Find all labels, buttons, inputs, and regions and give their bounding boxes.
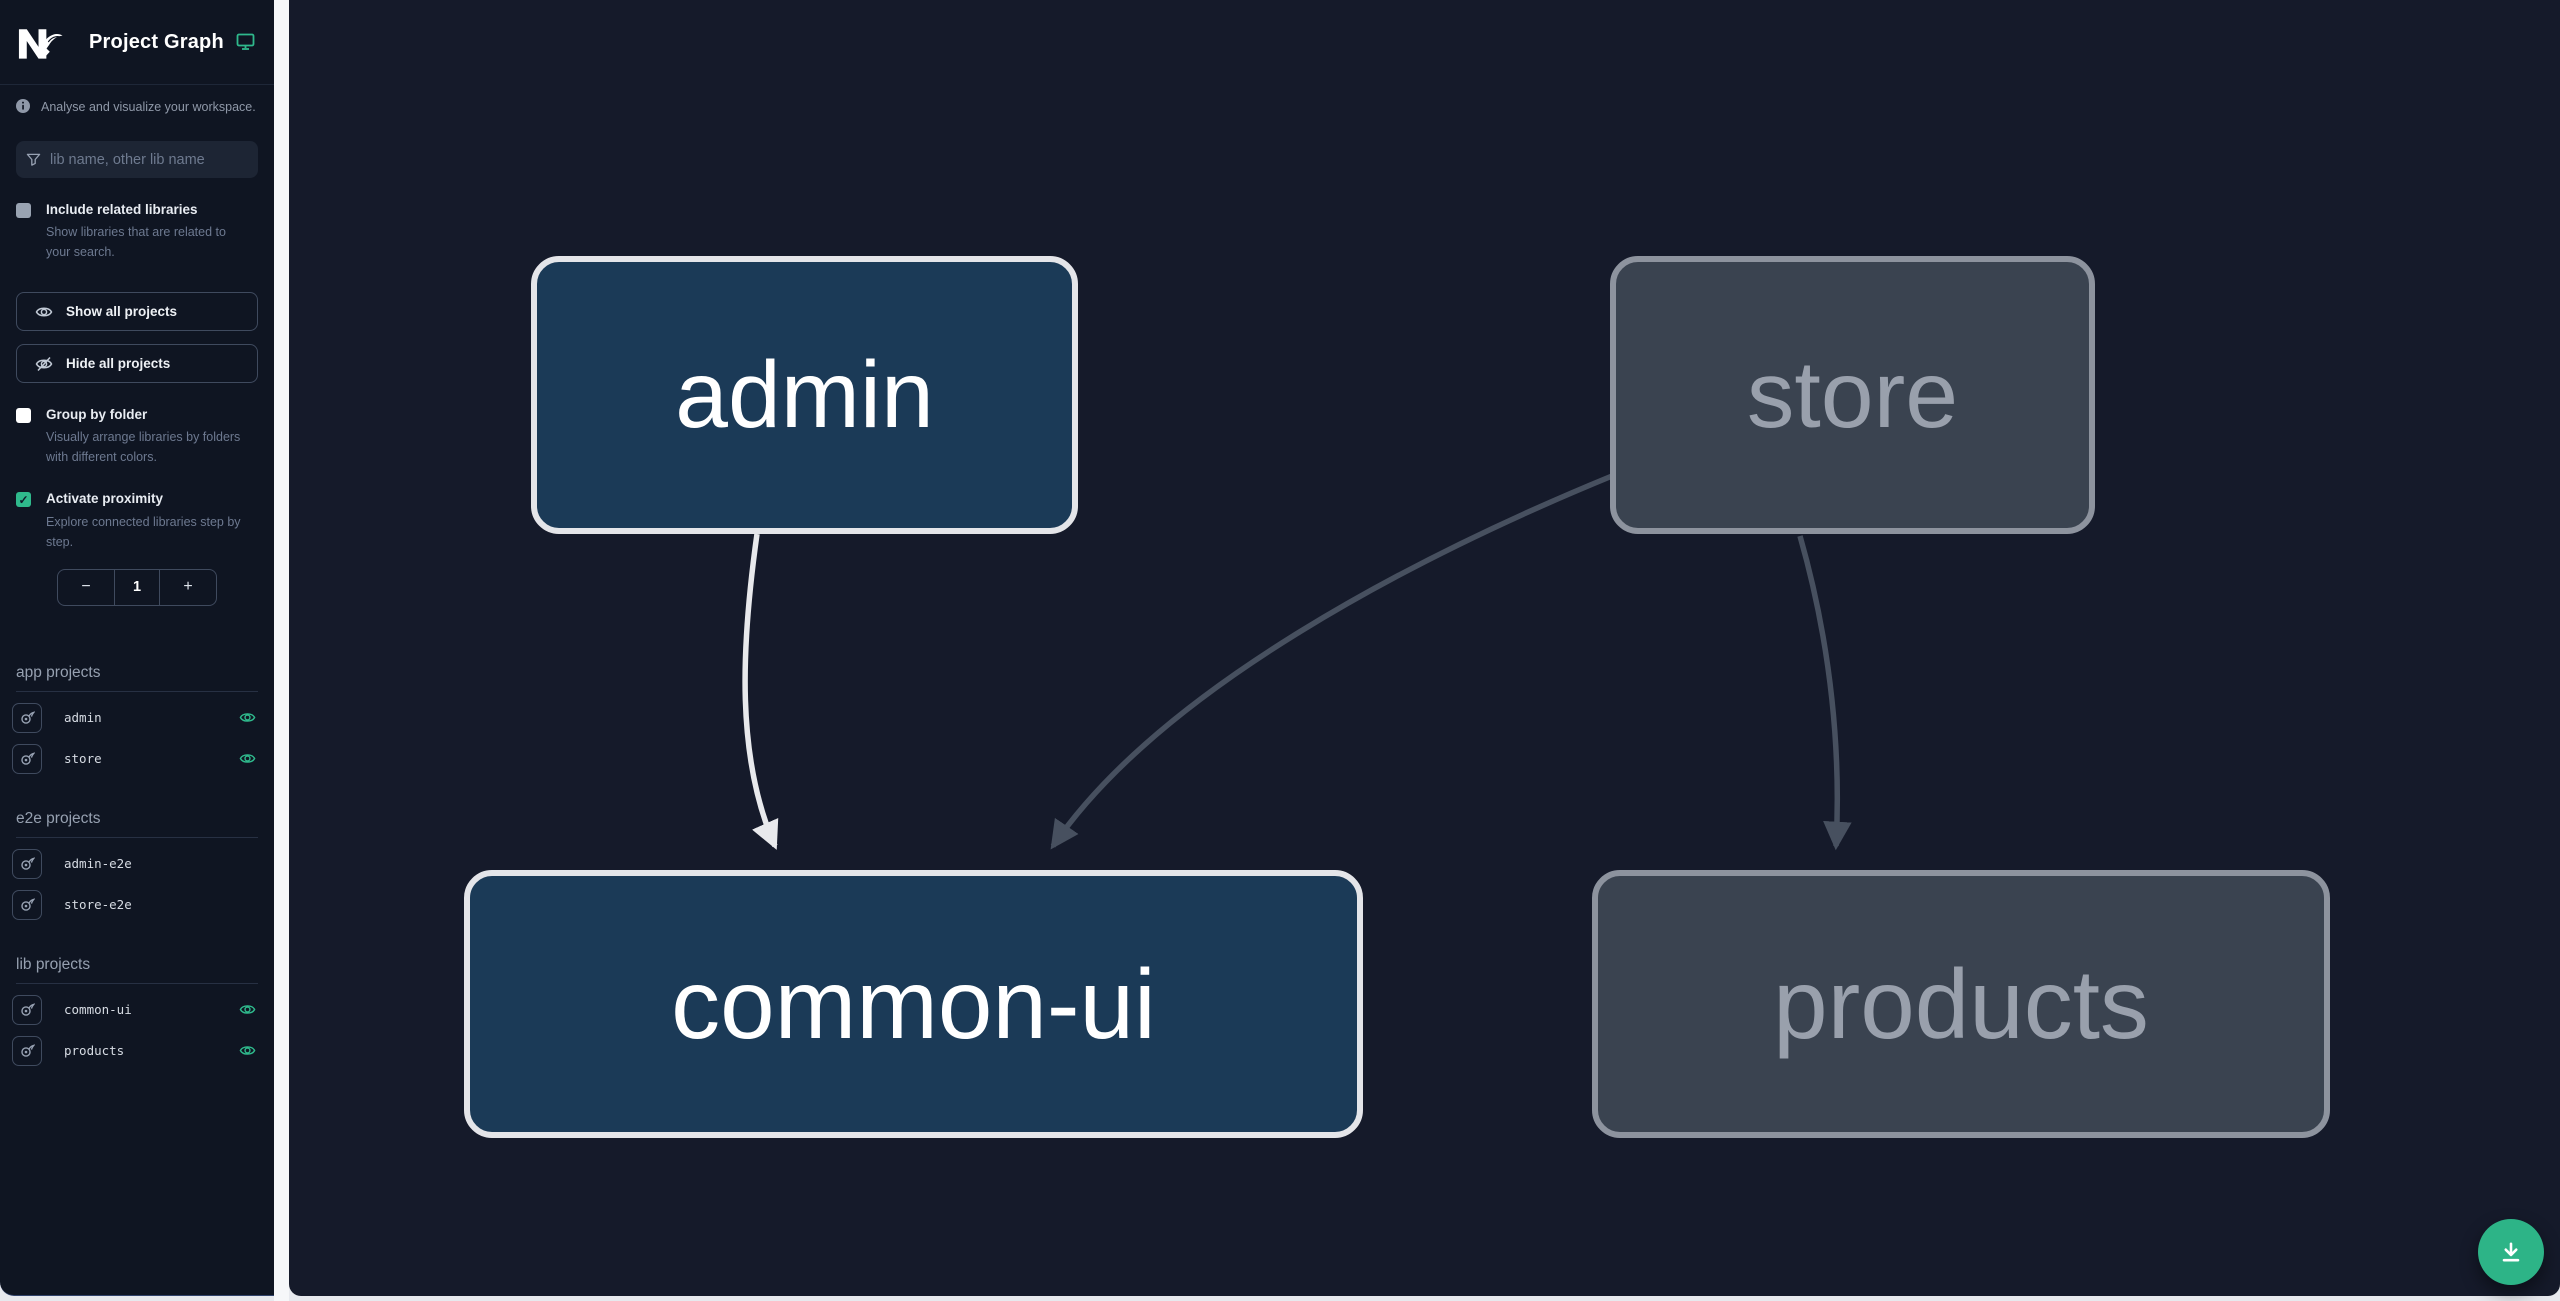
project-name[interactable]: products xyxy=(64,1043,125,1059)
include-related-checkbox[interactable] xyxy=(16,203,31,218)
node-label: store xyxy=(1746,341,1959,448)
section-e2e-projects: e2e projects admin-e2e store-e2e xyxy=(0,810,274,920)
eye-icon xyxy=(35,307,53,317)
download-icon xyxy=(2502,1242,2520,1262)
project-visible-eye-icon[interactable] xyxy=(239,1001,256,1018)
project-visible-eye-icon[interactable] xyxy=(239,709,256,726)
sidebar-header: Project Graph xyxy=(0,0,274,85)
project-visible-eye-icon[interactable] xyxy=(239,750,256,767)
focus-icon xyxy=(20,1003,35,1016)
focus-icon xyxy=(20,898,35,911)
section-app-projects: app projects admin store xyxy=(0,664,274,774)
section-lib-projects: lib projects common-ui products xyxy=(0,956,274,1066)
graph-node-products[interactable]: products xyxy=(1592,870,2330,1138)
project-name[interactable]: admin-e2e xyxy=(64,856,132,872)
graph-node-store[interactable]: store xyxy=(1610,256,2095,534)
project-name[interactable]: store-e2e xyxy=(64,897,132,913)
include-related-description: Show libraries that are related to your … xyxy=(46,225,226,260)
tagline-text: Analyse and visualize your workspace. xyxy=(41,100,256,114)
focus-icon xyxy=(20,711,35,724)
filter-funnel-icon xyxy=(16,152,50,167)
show-all-projects-button[interactable]: Show all projects xyxy=(16,292,258,332)
depth-decrement-button[interactable]: − xyxy=(58,570,114,605)
info-icon xyxy=(16,99,30,116)
graph-node-common-ui[interactable]: common-ui xyxy=(464,870,1363,1138)
option-include-related: Include related libraries Show libraries… xyxy=(0,202,274,262)
project-row-admin: admin xyxy=(12,702,258,733)
nx-logo-icon xyxy=(18,29,63,59)
edge-store-to-common-ui[interactable] xyxy=(1050,473,1614,850)
graph-canvas[interactable]: admin store common-ui products xyxy=(289,0,2560,1296)
focus-icon xyxy=(20,1044,35,1057)
workspace-tagline: Analyse and visualize your workspace. xyxy=(0,85,274,116)
edge-store-to-products[interactable] xyxy=(1797,535,1852,851)
graph-edges xyxy=(742,473,1852,851)
project-row-store-e2e: store-e2e xyxy=(12,889,258,920)
project-visible-eye-icon[interactable] xyxy=(239,1042,256,1059)
eye-off-icon xyxy=(35,356,53,371)
activate-proximity-checkbox[interactable]: ✓ xyxy=(16,492,31,508)
project-name[interactable]: common-ui xyxy=(64,1002,132,1018)
section-heading: lib projects xyxy=(16,956,258,984)
focus-icon xyxy=(20,752,35,765)
section-heading: app projects xyxy=(16,664,258,692)
download-image-button[interactable] xyxy=(2478,1219,2544,1285)
node-label: admin xyxy=(675,341,934,448)
project-row-admin-e2e: admin-e2e xyxy=(12,848,258,879)
node-label: products xyxy=(1773,948,2149,1059)
option-activate-proximity: ✓ Activate proximity Explore connected l… xyxy=(0,491,274,551)
search-box xyxy=(16,141,258,178)
focus-project-button[interactable] xyxy=(12,743,42,774)
focus-project-button[interactable] xyxy=(12,702,42,733)
group-by-folder-description: Visually arrange libraries by folders wi… xyxy=(46,430,241,465)
focus-project-button[interactable] xyxy=(12,848,42,879)
activate-proximity-description: Explore connected libraries step by step… xyxy=(46,514,241,549)
show-all-label: Show all projects xyxy=(66,304,178,320)
focus-project-button[interactable] xyxy=(12,1035,42,1066)
group-by-folder-label: Group by folder xyxy=(46,407,148,423)
activate-proximity-label: Activate proximity xyxy=(46,491,164,507)
include-related-label: Include related libraries xyxy=(46,202,198,217)
page-title: Project Graph xyxy=(89,30,224,53)
section-heading: e2e projects xyxy=(16,810,258,838)
depth-value: 1 xyxy=(114,569,160,605)
focus-project-button[interactable] xyxy=(12,889,42,920)
hide-all-label: Hide all projects xyxy=(66,356,171,372)
project-row-common-ui: common-ui xyxy=(12,994,258,1025)
hide-all-projects-button[interactable]: Hide all projects xyxy=(16,344,258,384)
project-row-store: store xyxy=(12,743,258,774)
monitor-icon xyxy=(236,33,255,51)
project-name[interactable]: admin xyxy=(64,710,102,726)
proximity-depth-stepper: − 1 + xyxy=(57,568,217,606)
option-group-by-folder: Group by folder Visually arrange librari… xyxy=(0,407,274,467)
sidebar-resize-handle[interactable] xyxy=(274,0,289,1301)
node-label: common-ui xyxy=(671,948,1156,1059)
graph-node-admin[interactable]: admin xyxy=(531,256,1078,534)
edge-admin-to-common-ui[interactable] xyxy=(742,533,779,850)
project-name[interactable]: store xyxy=(64,751,102,767)
depth-increment-button[interactable]: + xyxy=(160,570,216,605)
sidebar: Project Graph Analyse and visualize your… xyxy=(0,0,274,1296)
group-by-folder-checkbox[interactable] xyxy=(16,408,31,424)
project-row-products: products xyxy=(12,1035,258,1066)
search-input[interactable] xyxy=(50,151,258,168)
focus-icon xyxy=(20,857,35,870)
focus-project-button[interactable] xyxy=(12,994,42,1025)
